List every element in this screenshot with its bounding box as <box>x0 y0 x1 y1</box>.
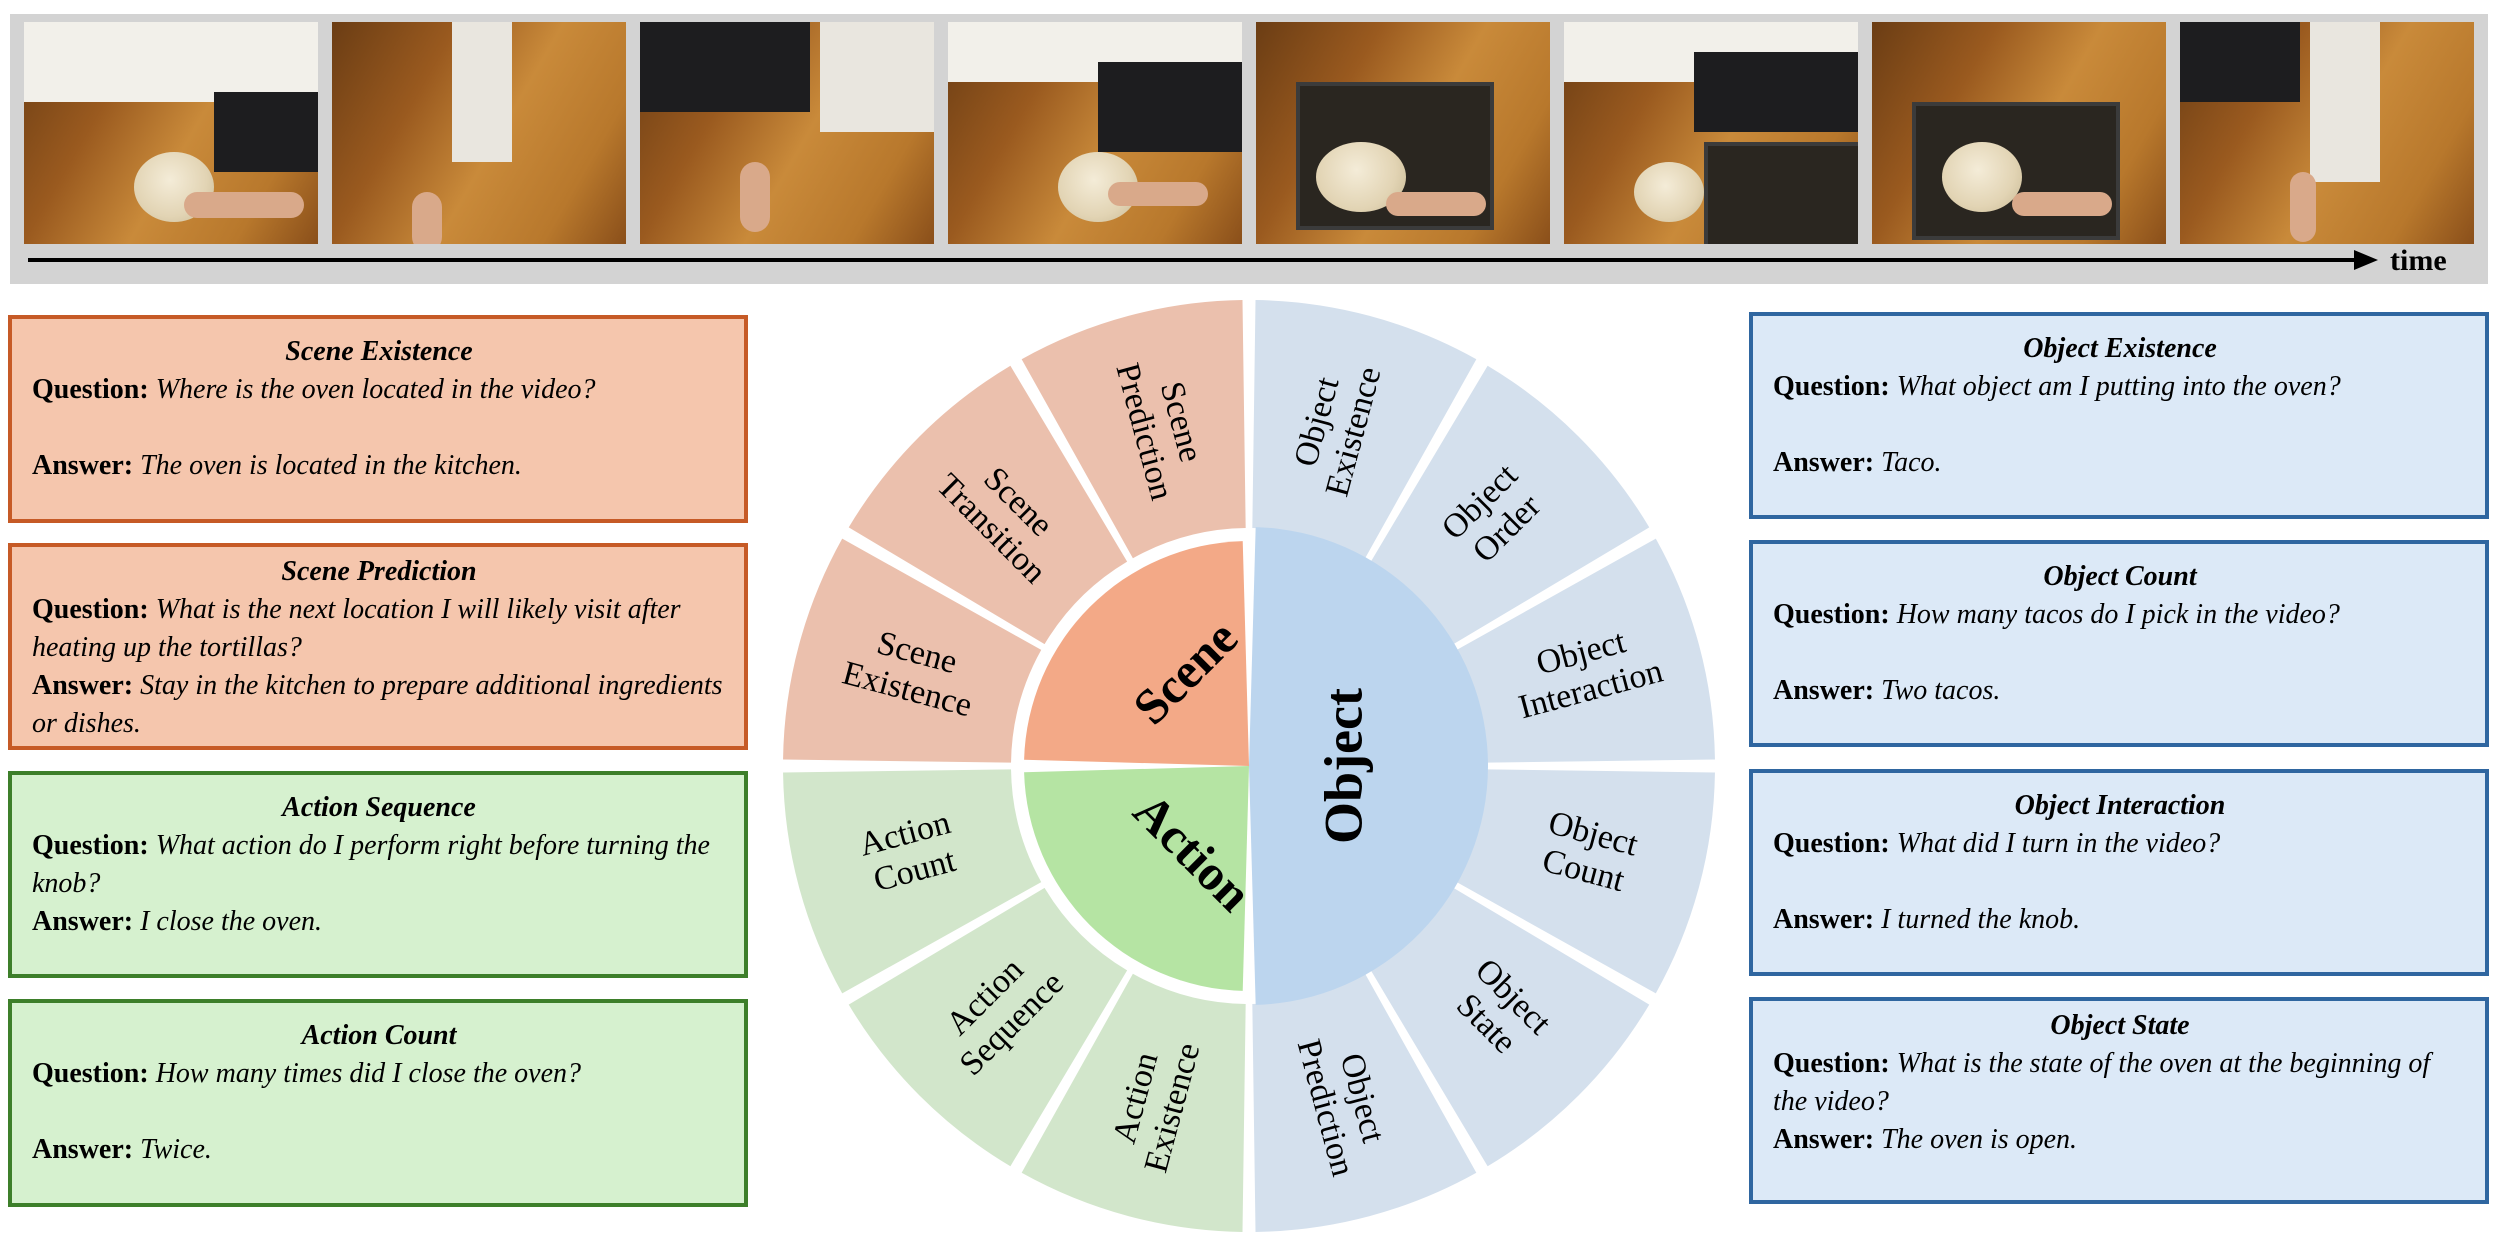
video-frame-6 <box>1564 22 1858 244</box>
time-arrow-icon <box>2354 250 2378 270</box>
question-label: Question: <box>32 374 149 405</box>
answer-label: Answer: <box>1773 904 1875 935</box>
video-frame-1 <box>24 22 318 244</box>
answer-label: Answer: <box>32 670 134 701</box>
question-label: Question: <box>1773 371 1890 402</box>
answer-label: Answer: <box>32 906 134 937</box>
qa-title: Scene Existence <box>285 336 473 367</box>
qa-box-scene-prediction: Scene Prediction Question: What is the n… <box>8 543 748 750</box>
answer-label: Answer: <box>1773 675 1875 706</box>
video-frame-5 <box>1256 22 1550 244</box>
answer-text: I close the oven. <box>140 906 323 937</box>
qa-title: Object Existence <box>2023 333 2217 364</box>
question-label: Question: <box>1773 1048 1890 1079</box>
qa-box-object-existence: Object Existence Question: What object a… <box>1749 312 2489 519</box>
question-text: What did I turn in the video? <box>1896 828 2221 859</box>
qa-box-action-sequence: Action Sequence Question: What action do… <box>8 771 748 978</box>
wheel-segment-scene-transition <box>848 365 1128 645</box>
wheel-core-scene <box>1024 541 1249 766</box>
answer-text: The oven is open. <box>1881 1124 2078 1155</box>
wheel-core-action <box>1024 766 1249 991</box>
qa-title: Object Interaction <box>2014 790 2226 821</box>
wheel-core-object <box>1249 527 1488 1005</box>
question-text: What object am I putting into the oven? <box>1896 371 2341 402</box>
question-text: What action do I perform right before tu… <box>32 830 710 899</box>
wheel-segment-object-interaction <box>1456 538 1715 763</box>
wheel-segment-object-state <box>1370 887 1650 1167</box>
video-frame-7 <box>1872 22 2166 244</box>
question-label: Question: <box>1773 599 1890 630</box>
wheel-segment-object-order <box>1370 365 1650 645</box>
question-text: What is the next location I will likely … <box>32 594 681 663</box>
video-frame-2 <box>332 22 626 244</box>
answer-label: Answer: <box>1773 447 1875 478</box>
time-label: time <box>2390 244 2447 277</box>
qa-box-object-interaction: Object Interaction Question: What did I … <box>1749 769 2489 976</box>
answer-label: Answer: <box>32 1134 134 1165</box>
wheel-segment-object-existence <box>1252 300 1477 559</box>
time-axis-line <box>28 258 2358 262</box>
question-text: What is the state of the oven at the beg… <box>1773 1048 2431 1117</box>
qa-title: Object Count <box>2043 561 2197 592</box>
category-wheel: SceneExistenceSceneTransitionScenePredic… <box>783 300 1715 1232</box>
answer-text: Taco. <box>1881 447 1942 478</box>
qa-box-scene-existence: Scene Existence Question: Where is the o… <box>8 315 748 523</box>
answer-text: I turned the knob. <box>1881 904 2081 935</box>
qa-title: Action Sequence <box>282 792 476 823</box>
question-label: Question: <box>32 594 149 625</box>
wheel-segment-scene-prediction <box>1021 300 1246 559</box>
question-text: How many tacos do I pick in the video? <box>1896 599 2340 630</box>
wheel-segment-scene-existence <box>783 538 1042 763</box>
question-label: Question: <box>1773 828 1890 859</box>
answer-label: Answer: <box>1773 1124 1875 1155</box>
answer-text: Stay in the kitchen to prepare additiona… <box>32 670 723 739</box>
qa-box-action-count: Action Count Question: How many times di… <box>8 999 748 1207</box>
qa-title: Object State <box>2050 1010 2190 1041</box>
answer-label: Answer: <box>32 450 134 481</box>
wheel-core-label-object: Object <box>1313 688 1373 844</box>
qa-title: Action Count <box>301 1020 457 1051</box>
question-text: Where is the oven located in the video? <box>155 374 596 405</box>
video-frame-4 <box>948 22 1242 244</box>
wheel-segment-action-count <box>783 769 1042 994</box>
qa-box-object-count: Object Count Question: How many tacos do… <box>1749 540 2489 747</box>
wheel-segment-object-prediction <box>1252 973 1477 1232</box>
question-label: Question: <box>32 830 149 861</box>
video-filmstrip: time <box>10 14 2488 284</box>
answer-text: Two tacos. <box>1881 675 2001 706</box>
video-frame-8 <box>2180 22 2474 244</box>
video-frame-3 <box>640 22 934 244</box>
question-label: Question: <box>32 1058 149 1089</box>
wheel-segment-action-existence <box>1021 973 1246 1232</box>
wheel-segment-action-sequence <box>848 887 1128 1167</box>
answer-text: The oven is located in the kitchen. <box>140 450 522 481</box>
qa-title: Scene Prediction <box>281 556 477 587</box>
question-text: How many times did I close the oven? <box>155 1058 582 1089</box>
qa-box-object-state: Object State Question: What is the state… <box>1749 997 2489 1204</box>
wheel-segment-object-count <box>1456 769 1715 994</box>
answer-text: Twice. <box>140 1134 212 1165</box>
